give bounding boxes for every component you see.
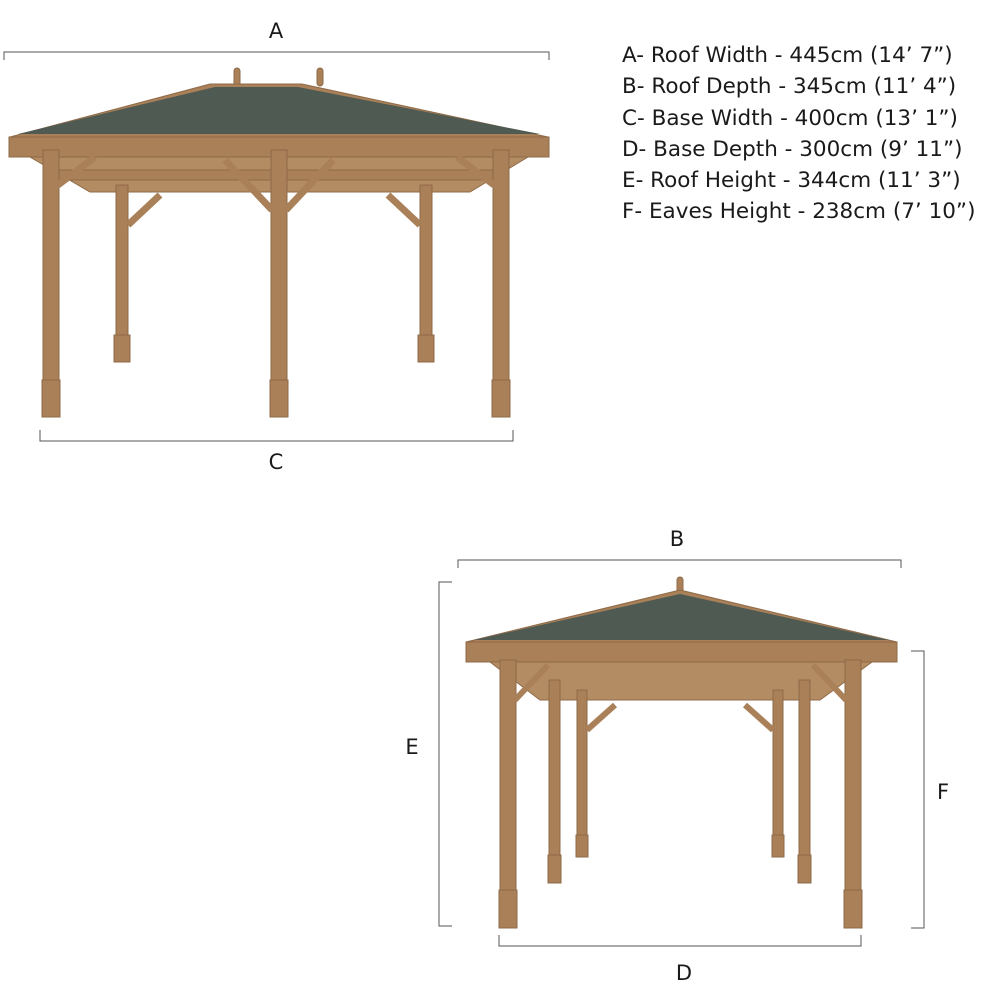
post bbox=[844, 659, 862, 893]
post-foot bbox=[491, 379, 511, 418]
dimension-label-b: B bbox=[669, 527, 685, 551]
spec-roof-depth: B- Roof Depth - 345cm (11’ 4”) bbox=[622, 74, 957, 100]
post-foot bbox=[269, 379, 289, 418]
post bbox=[419, 184, 433, 336]
dimension-label-e: E bbox=[405, 735, 419, 759]
post bbox=[115, 184, 129, 336]
spec-base-width: C- Base Width - 400cm (13’ 1”) bbox=[622, 105, 958, 131]
finial-right bbox=[316, 67, 324, 87]
post-foot bbox=[575, 834, 589, 858]
front-view-gazebo bbox=[8, 67, 550, 418]
post-foot bbox=[771, 834, 785, 858]
side-braces bbox=[512, 662, 849, 733]
dimension-line-d bbox=[498, 935, 862, 947]
post-foot bbox=[113, 334, 131, 363]
dimension-line-a bbox=[3, 51, 550, 60]
front-braces bbox=[55, 154, 497, 228]
dimension-label-f: F bbox=[936, 780, 950, 804]
dimension-label-c: C bbox=[268, 450, 284, 474]
post bbox=[798, 679, 811, 856]
spec-eaves-height: F- Eaves Height - 238cm (7’ 10”) bbox=[622, 199, 976, 225]
dimension-label-d: D bbox=[675, 961, 693, 985]
post bbox=[492, 149, 510, 386]
dimension-line-f bbox=[911, 650, 925, 929]
post-foot bbox=[843, 889, 863, 929]
post-foot bbox=[498, 889, 518, 929]
spec-roof-width: A- Roof Width - 445cm (14’ 7”) bbox=[622, 43, 953, 68]
post bbox=[499, 659, 517, 893]
side-fascia bbox=[465, 641, 898, 663]
dimension-specs-list: A- Roof Width - 445cm (14’ 7”) B- Roof D… bbox=[622, 40, 975, 228]
post bbox=[548, 679, 561, 856]
finial-left bbox=[233, 67, 241, 87]
spec-roof-height: E- Roof Height - 344cm (11’ 3”) bbox=[622, 168, 961, 194]
spec-base-depth: D- Base Depth - 300cm (9’ 11”) bbox=[622, 136, 963, 162]
dimension-label-a: A bbox=[268, 19, 284, 43]
post bbox=[42, 149, 60, 386]
post-foot bbox=[547, 854, 562, 884]
dimension-line-c bbox=[39, 430, 514, 442]
post bbox=[576, 689, 588, 836]
post bbox=[772, 689, 784, 836]
side-view-gazebo bbox=[465, 576, 898, 929]
post-foot bbox=[797, 854, 812, 884]
dimension-line-b bbox=[457, 559, 902, 568]
post-foot bbox=[417, 334, 435, 363]
front-roof bbox=[18, 87, 540, 134]
post-foot bbox=[41, 379, 61, 418]
post bbox=[270, 149, 288, 386]
dimension-line-e bbox=[438, 581, 452, 927]
side-roof bbox=[474, 594, 888, 640]
